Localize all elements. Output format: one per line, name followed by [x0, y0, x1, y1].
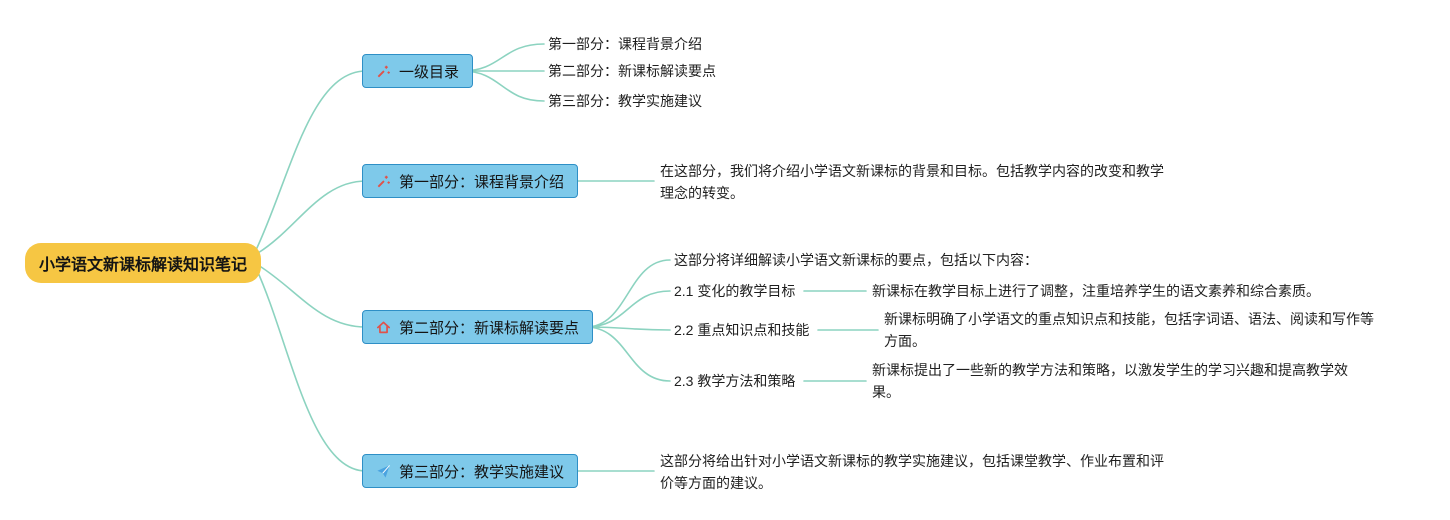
- edge-part2-point3: [585, 326, 671, 382]
- branch-label: 一级目录: [399, 63, 460, 81]
- toc-item-1[interactable]: 第一部分：课程背景介绍: [548, 36, 702, 52]
- edge-part2-intro: [585, 259, 671, 328]
- branch-node-part3[interactable]: 第三部分：教学实施建议: [362, 454, 579, 488]
- edge-toc-item1: [461, 43, 545, 72]
- paper-plane-icon: [377, 464, 390, 478]
- edge-root-branch3: [257, 264, 367, 328]
- branch-node-part1[interactable]: 第一部分：课程背景介绍: [362, 164, 579, 198]
- part2-intro[interactable]: 这部分将详细解读小学语文新课标的要点，包括以下内容：: [674, 252, 1038, 268]
- toc-item-3[interactable]: 第三部分：教学实施建议: [548, 93, 702, 109]
- edge-root-branch4: [255, 267, 367, 472]
- edge-root-branch1: [255, 70, 367, 251]
- edge-part2-point2: [585, 326, 671, 331]
- root-label: 小学语文新课标解读知识笔记: [39, 257, 248, 274]
- branch-label: 第一部分：课程背景介绍: [399, 173, 565, 191]
- branch-node-toc[interactable]: 一级目录: [362, 54, 474, 88]
- part1-note[interactable]: 在这部分，我们将介绍小学语文新课标的背景和目标。包括教学内容的改变和教学理念的转…: [660, 163, 1164, 201]
- edge-toc-item3: [461, 70, 545, 102]
- part2-point1-desc[interactable]: 新课标在教学目标上进行了调整，注重培养学生的语文素养和综合素质。: [872, 283, 1320, 299]
- part2-point3-desc[interactable]: 新课标提出了一些新的教学方法和策略，以激发学生的学习兴趣和提高教学效果。: [872, 362, 1348, 400]
- part2-point2-desc[interactable]: 新课标明确了小学语文的重点知识点和技能，包括字词语、语法、阅读和写作等方面。: [884, 311, 1374, 349]
- branch-node-part2[interactable]: 第二部分：新课标解读要点: [362, 310, 594, 344]
- root-node[interactable]: 小学语文新课标解读知识笔记: [25, 243, 262, 283]
- wand-icon: [377, 65, 390, 77]
- part3-note[interactable]: 这部分将给出针对小学语文新课标的教学实施建议，包括课堂教学、作业布置和评价等方面…: [660, 453, 1164, 491]
- toc-item-2[interactable]: 第二部分：新课标解读要点: [548, 63, 716, 79]
- home-icon: [377, 321, 390, 333]
- part2-point3-label[interactable]: 2.3 教学方法和策略: [674, 373, 796, 389]
- edge-root-branch2: [257, 180, 367, 254]
- part2-point2-label[interactable]: 2.2 重点知识点和技能: [674, 322, 810, 338]
- part2-point1-label[interactable]: 2.1 变化的教学目标: [674, 283, 796, 299]
- wand-icon: [377, 175, 390, 187]
- edge-part2-point1: [585, 290, 671, 328]
- branch-label: 第二部分：新课标解读要点: [399, 319, 580, 337]
- branch-label: 第三部分：教学实施建议: [399, 463, 565, 481]
